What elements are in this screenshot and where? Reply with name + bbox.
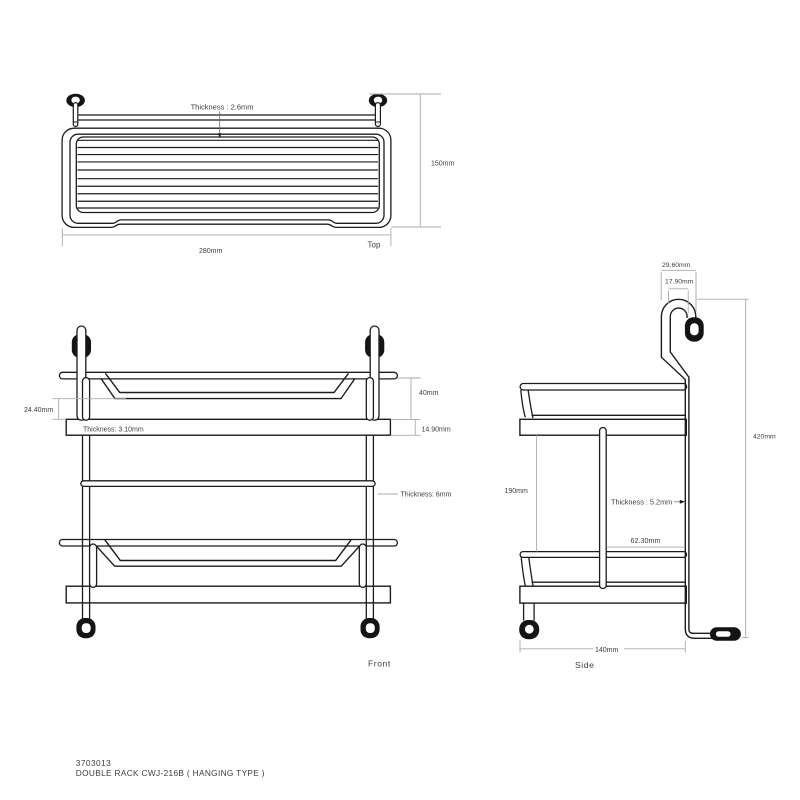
- svg-text:Side: Side: [575, 660, 594, 670]
- svg-text:150mm: 150mm: [431, 160, 455, 167]
- svg-text:Thickness : 2.6mm: Thickness : 2.6mm: [191, 102, 254, 111]
- svg-text:17.90mm: 17.90mm: [665, 278, 694, 285]
- svg-text:24.40mm: 24.40mm: [24, 407, 53, 414]
- svg-text:Top: Top: [368, 240, 381, 249]
- svg-text:Thickness : 5.2mm: Thickness : 5.2mm: [611, 498, 672, 507]
- svg-text:280mm: 280mm: [199, 248, 223, 255]
- svg-text:29.60mm: 29.60mm: [662, 262, 691, 269]
- svg-text:Front: Front: [368, 658, 391, 668]
- svg-text:140mm: 140mm: [595, 647, 619, 654]
- svg-text:420mm: 420mm: [753, 434, 776, 441]
- svg-text:62.30mm: 62.30mm: [631, 536, 661, 545]
- svg-text:Thickness: 3.10mm: Thickness: 3.10mm: [83, 426, 144, 433]
- svg-text:3703013: 3703013: [76, 758, 111, 768]
- svg-text:DOUBLE RACK CWJ-216B ( HANGING: DOUBLE RACK CWJ-216B ( HANGING TYPE ): [76, 768, 265, 778]
- svg-text:190mm: 190mm: [505, 488, 529, 495]
- svg-text:14.90mm: 14.90mm: [422, 427, 451, 434]
- svg-text:Thickness: 6mm: Thickness: 6mm: [401, 492, 452, 499]
- svg-text:40mm: 40mm: [419, 390, 439, 397]
